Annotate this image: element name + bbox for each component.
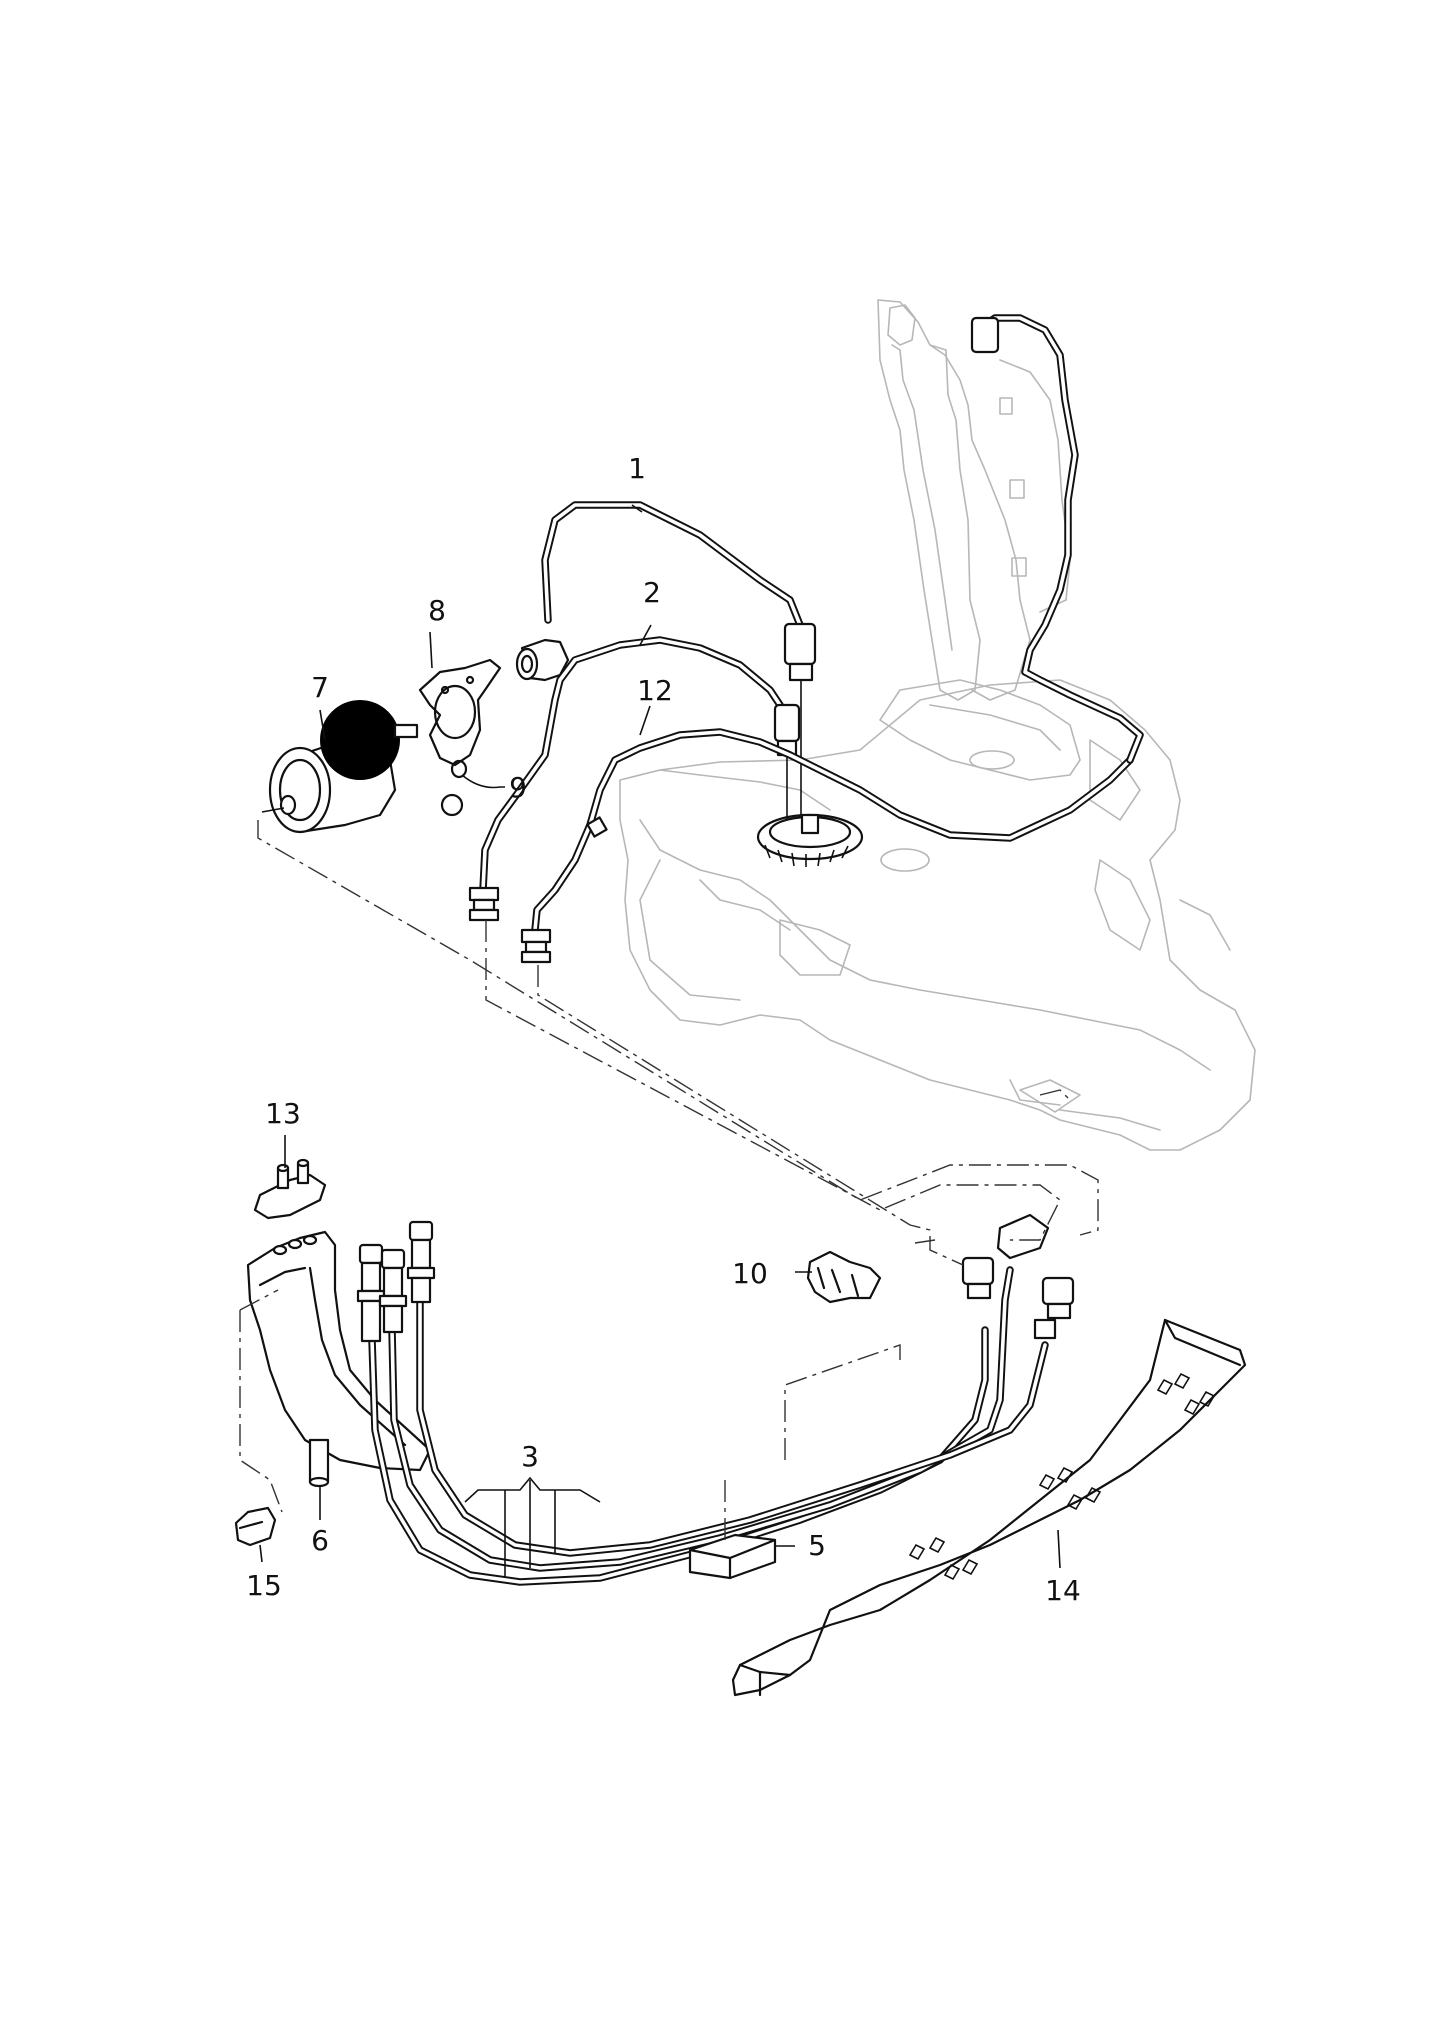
o-rings-9 xyxy=(440,759,468,817)
callout-9: 9 xyxy=(509,771,527,804)
callout-13: 13 xyxy=(265,1097,301,1130)
pipe-fittings-right xyxy=(961,1213,1075,1340)
callout-6: 6 xyxy=(311,1524,329,1557)
callout-10: 10 xyxy=(732,1257,768,1290)
grommet-15 xyxy=(234,1506,277,1547)
assembly-lines xyxy=(239,820,1099,1540)
cover-clips xyxy=(908,1372,1216,1581)
callout-labels: 1 2 3 5 6 7 8 9 10 12 13 14 15 xyxy=(246,452,1081,1607)
pipe-fittings-left xyxy=(356,1220,436,1343)
fuel-tank-ghost xyxy=(619,299,1256,1151)
filter-bracket-8 xyxy=(418,658,502,767)
underbody-cover-14 xyxy=(731,1318,1247,1697)
filter-cap-icon xyxy=(320,700,400,780)
fuel-pump-flange xyxy=(756,813,864,867)
callout-15: 15 xyxy=(246,1569,282,1602)
callout-7: 7 xyxy=(311,671,329,704)
fuel-line-1 xyxy=(515,501,817,815)
line-holder-6 xyxy=(246,1230,432,1488)
callout-14: 14 xyxy=(1045,1574,1081,1607)
callout-leaders xyxy=(259,504,1061,1578)
pad-5 xyxy=(688,1533,777,1580)
clip-13 xyxy=(253,1158,327,1220)
callout-2: 2 xyxy=(643,576,661,609)
callout-5: 5 xyxy=(808,1529,826,1562)
tank-return-line xyxy=(970,314,1144,764)
callout-3: 3 xyxy=(521,1440,539,1473)
callout-1: 1 xyxy=(628,452,646,485)
line-clip-10 xyxy=(806,1250,882,1304)
fuel-filter-7 xyxy=(261,700,419,834)
callout-8: 8 xyxy=(428,594,446,627)
callout-12: 12 xyxy=(637,674,673,707)
fuel-line-2 xyxy=(468,636,801,922)
fuel-line-12 xyxy=(520,728,1134,964)
fuel-lines-3 xyxy=(356,1213,1075,1586)
